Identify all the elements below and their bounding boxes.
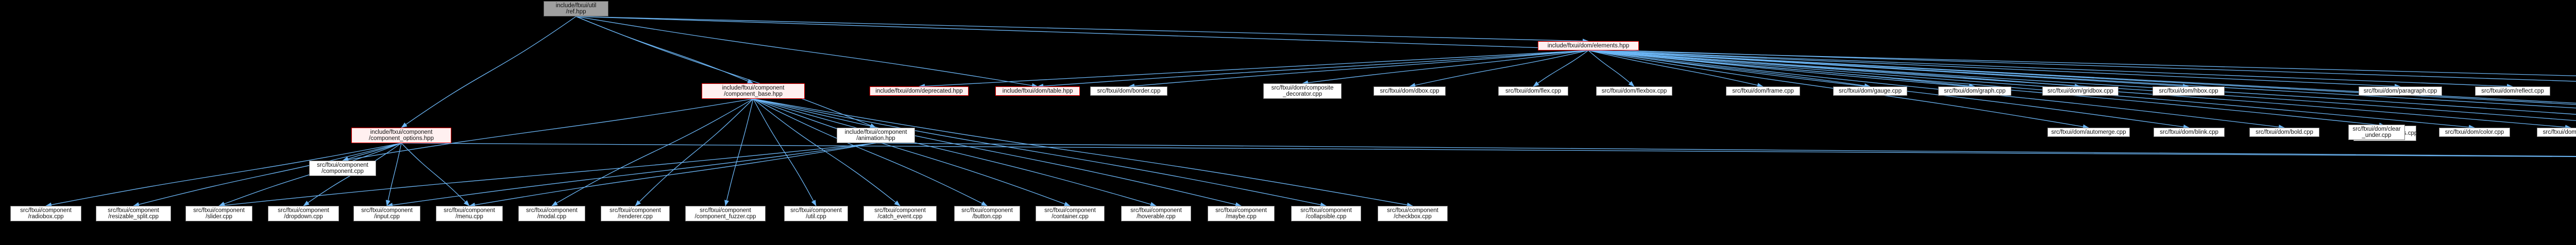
graph-edge [401, 16, 577, 128]
graph-edge [575, 16, 1589, 44]
graph-edge [753, 98, 1413, 207]
graph-node[interactable]: src/ftxui/dom/composite _decorator.cpp [1263, 83, 1342, 99]
graph-node[interactable]: include/ftxui/component /component_base.… [702, 83, 805, 99]
graph-edge [1588, 50, 2576, 76]
graph-edge [919, 50, 1589, 89]
graph-edge [753, 98, 988, 206]
graph-edge [1588, 50, 1975, 89]
graph-node[interactable]: src/ftxui/dom/blink.cpp [2154, 128, 2225, 137]
graph-node[interactable]: src/ftxui/dom/reflect.cpp [2475, 86, 2550, 96]
graph-edge [1128, 50, 1589, 89]
graph-edge [753, 98, 1071, 206]
graph-edge [1409, 50, 1589, 88]
graph-node[interactable]: src/ftxui/dom/dbox.cpp [1374, 86, 1446, 96]
graph-edge [1037, 50, 1589, 89]
graph-node[interactable]: include/ftxui/component /animation.hpp [837, 128, 915, 143]
graph-edge [401, 143, 470, 206]
graph-edge [575, 16, 876, 128]
graph-node[interactable]: src/ftxui/dom/bold.cpp [2249, 128, 2319, 137]
graph-edge [1588, 50, 1764, 87]
graph-node[interactable]: src/ftxui/component /component.cpp [309, 161, 376, 176]
graph-node[interactable]: include/ftxui/dom/deprecated.hpp [870, 86, 969, 96]
graph-node[interactable]: src/ftxui/dom/border.cpp [1090, 86, 1167, 96]
graph-edge [724, 98, 754, 206]
graph-edge [342, 143, 402, 161]
graph-node[interactable]: src/ftxui/dom/frame.cpp [1726, 86, 1800, 96]
graph-node[interactable]: src/ftxui/dom/color.cpp [2439, 128, 2510, 137]
graph-edge [1588, 50, 2401, 89]
graph-node[interactable]: src/ftxui/component /util.cpp [784, 206, 848, 221]
graph-node[interactable]: src/ftxui/dom/automerge.cpp [2047, 128, 2130, 137]
graph-edge [753, 98, 901, 206]
graph-node[interactable]: src/ftxui/component /collapsible.cpp [1291, 206, 1361, 221]
graph-node[interactable]: src/ftxui/component /maybe.cpp [1208, 206, 1275, 221]
graph-node[interactable]: src/ftxui/component /catch_event.cpp [863, 206, 937, 221]
graph-edge [469, 143, 876, 207]
graph-edge [1533, 50, 1589, 87]
graph-node[interactable]: src/ftxui/dom/gridbox.cpp [2042, 86, 2119, 96]
graph-node[interactable]: src/ftxui/component /component_fuzzer.cp… [685, 206, 766, 221]
graph-node[interactable]: src/ftxui/component /checkbox.cpp [1378, 206, 1448, 221]
graph-edge [401, 143, 2576, 157]
graph-node[interactable]: src/ftxui/component /renderer.cpp [601, 206, 670, 221]
graph-edge [575, 16, 754, 84]
graph-node[interactable]: src/ftxui/component /resizable_split.cpp [96, 206, 171, 221]
graph-edge [386, 143, 876, 207]
graph-node[interactable]: src/ftxui/dom/hbox.cpp [2153, 86, 2225, 96]
graph-edge [1588, 50, 2513, 89]
graph-node[interactable]: src/ftxui/dom/flex.cpp [1498, 86, 1568, 96]
graph-node[interactable]: src/ftxui/component /modal.cpp [518, 206, 585, 221]
graph-edge [1588, 50, 1871, 88]
graph-node[interactable]: src/ftxui/component /radiobox.cpp [10, 206, 81, 221]
graph-edge [753, 98, 817, 206]
graph-node[interactable]: src/ftxui/component /button.cpp [954, 206, 1020, 221]
graph-node[interactable]: src/ftxui/component /input.cpp [353, 206, 420, 221]
graph-edge [875, 143, 2576, 156]
graph-edge [551, 98, 754, 206]
graph-root-node[interactable]: include/ftxui/util /ref.hpp [544, 1, 608, 16]
graph-node[interactable]: src/ftxui/component /menu.cpp [436, 206, 503, 221]
graph-node[interactable]: include/ftxui/component /component_optio… [351, 128, 451, 143]
graph-edge [575, 16, 1038, 88]
graph-edge [1588, 50, 2475, 130]
graph-node[interactable]: include/ftxui/dom/elements.hpp [1538, 41, 1639, 50]
graph-node[interactable]: src/ftxui/dom/paragraph.cpp [2359, 86, 2442, 96]
graph-node[interactable]: src/ftxui/component /container.cpp [1036, 206, 1105, 221]
graph-edge [753, 98, 1327, 207]
graph-node[interactable]: src/ftxui/dom/gauge.cpp [1833, 86, 1907, 96]
graph-node[interactable]: src/ftxui/component /dropdown.cpp [268, 206, 339, 221]
graph-node[interactable]: src/ftxui/component /hoverable.cpp [1121, 206, 1191, 221]
graph-node[interactable]: src/ftxui/dom/dim.cpp [2537, 128, 2576, 137]
graph-edge [1588, 50, 2081, 89]
graph-node[interactable]: src/ftxui/component /slider.cpp [185, 206, 252, 221]
graph-edge [753, 98, 1242, 207]
graph-edge [1588, 50, 1635, 87]
graph-node[interactable]: src/ftxui/dom/clear _under.cpp [2348, 125, 2405, 140]
graph-edge [753, 98, 1157, 207]
graph-node[interactable]: src/ftxui/dom/graph.cpp [1938, 86, 2011, 96]
graph-node[interactable]: src/ftxui/dom/flexbox.cpp [1596, 86, 1672, 96]
graph-edge [1302, 50, 1589, 85]
graph-node[interactable]: include/ftxui/dom/table.hpp [995, 86, 1080, 96]
graph-edge [1588, 50, 2189, 89]
graph-edge [635, 98, 754, 206]
graph-edge [385, 143, 402, 206]
